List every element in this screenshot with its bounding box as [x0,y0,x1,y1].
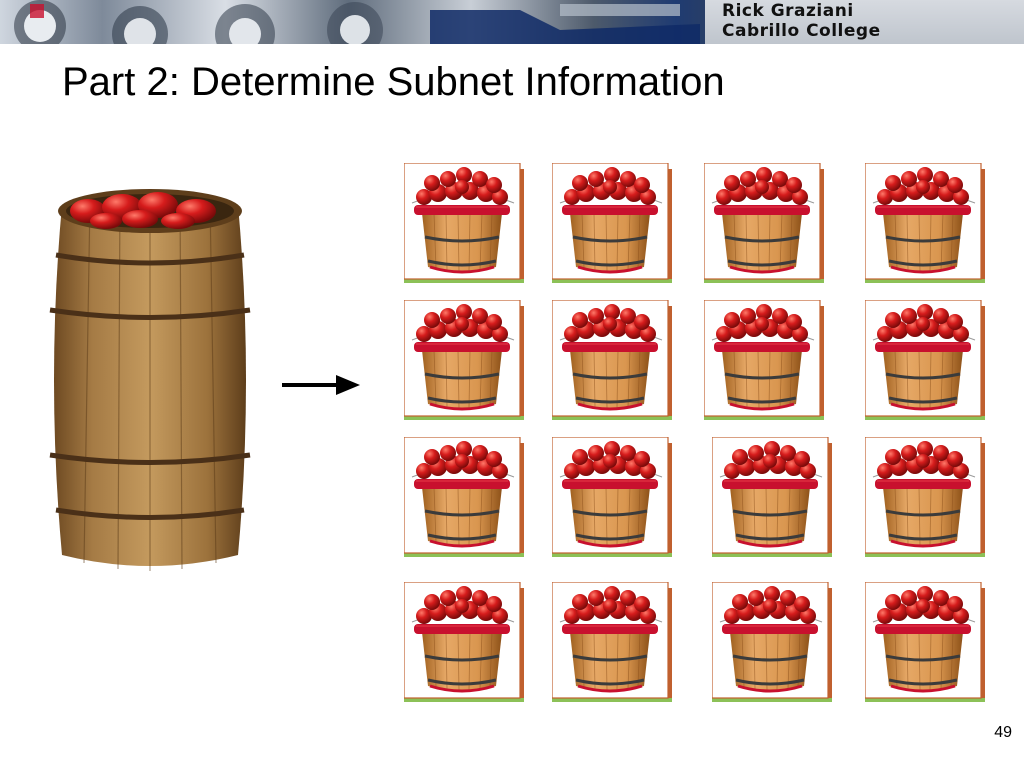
apple-bushel-basket-icon [712,582,838,708]
arrow-right-icon [282,375,360,395]
cable-connector-icon [14,0,700,44]
apple-bushel-basket-icon [704,300,830,426]
slide-title: Part 2: Determine Subnet Information [62,60,725,104]
apple-barrel-icon [49,189,251,571]
apple-bushel-basket-icon [404,437,530,563]
bushel-basket-14 [552,582,678,708]
apple-bushel-basket-icon [404,582,530,708]
bushel-basket-8 [865,300,991,426]
author-affiliation: Cabrillo College [722,21,881,41]
apple-bushel-basket-icon [865,163,991,289]
apple-bushel-basket-icon [552,582,678,708]
author-box: Rick Graziani Cabrillo College [705,0,1024,44]
bushel-basket-10 [552,437,678,563]
bushel-basket-6 [552,300,678,426]
bushel-basket-7 [704,300,830,426]
apple-bushel-basket-icon [552,300,678,426]
apple-bushel-basket-icon [865,300,991,426]
bushel-basket-12 [865,437,991,563]
bushel-basket-16 [865,582,991,708]
apple-bushel-basket-icon [404,163,530,289]
bushel-basket-2 [552,163,678,289]
bushel-basket-13 [404,582,530,708]
bushel-basket-1 [404,163,530,289]
apple-bushel-basket-icon [404,300,530,426]
bushel-basket-5 [404,300,530,426]
apple-bushel-basket-icon [704,163,830,289]
apple-bushel-basket-icon [865,437,991,563]
apple-bushel-basket-icon [865,582,991,708]
apple-bushel-basket-icon [552,163,678,289]
header-banner: Rick Graziani Cabrillo College [0,0,1024,44]
apple-bushel-basket-icon [712,437,838,563]
page-number: 49 [994,724,1012,741]
bushel-basket-15 [712,582,838,708]
apple-bushel-basket-icon [552,437,678,563]
bushel-basket-9 [404,437,530,563]
bushel-basket-11 [712,437,838,563]
bushel-basket-3 [704,163,830,289]
author-name: Rick Graziani [722,1,854,21]
bushel-basket-4 [865,163,991,289]
